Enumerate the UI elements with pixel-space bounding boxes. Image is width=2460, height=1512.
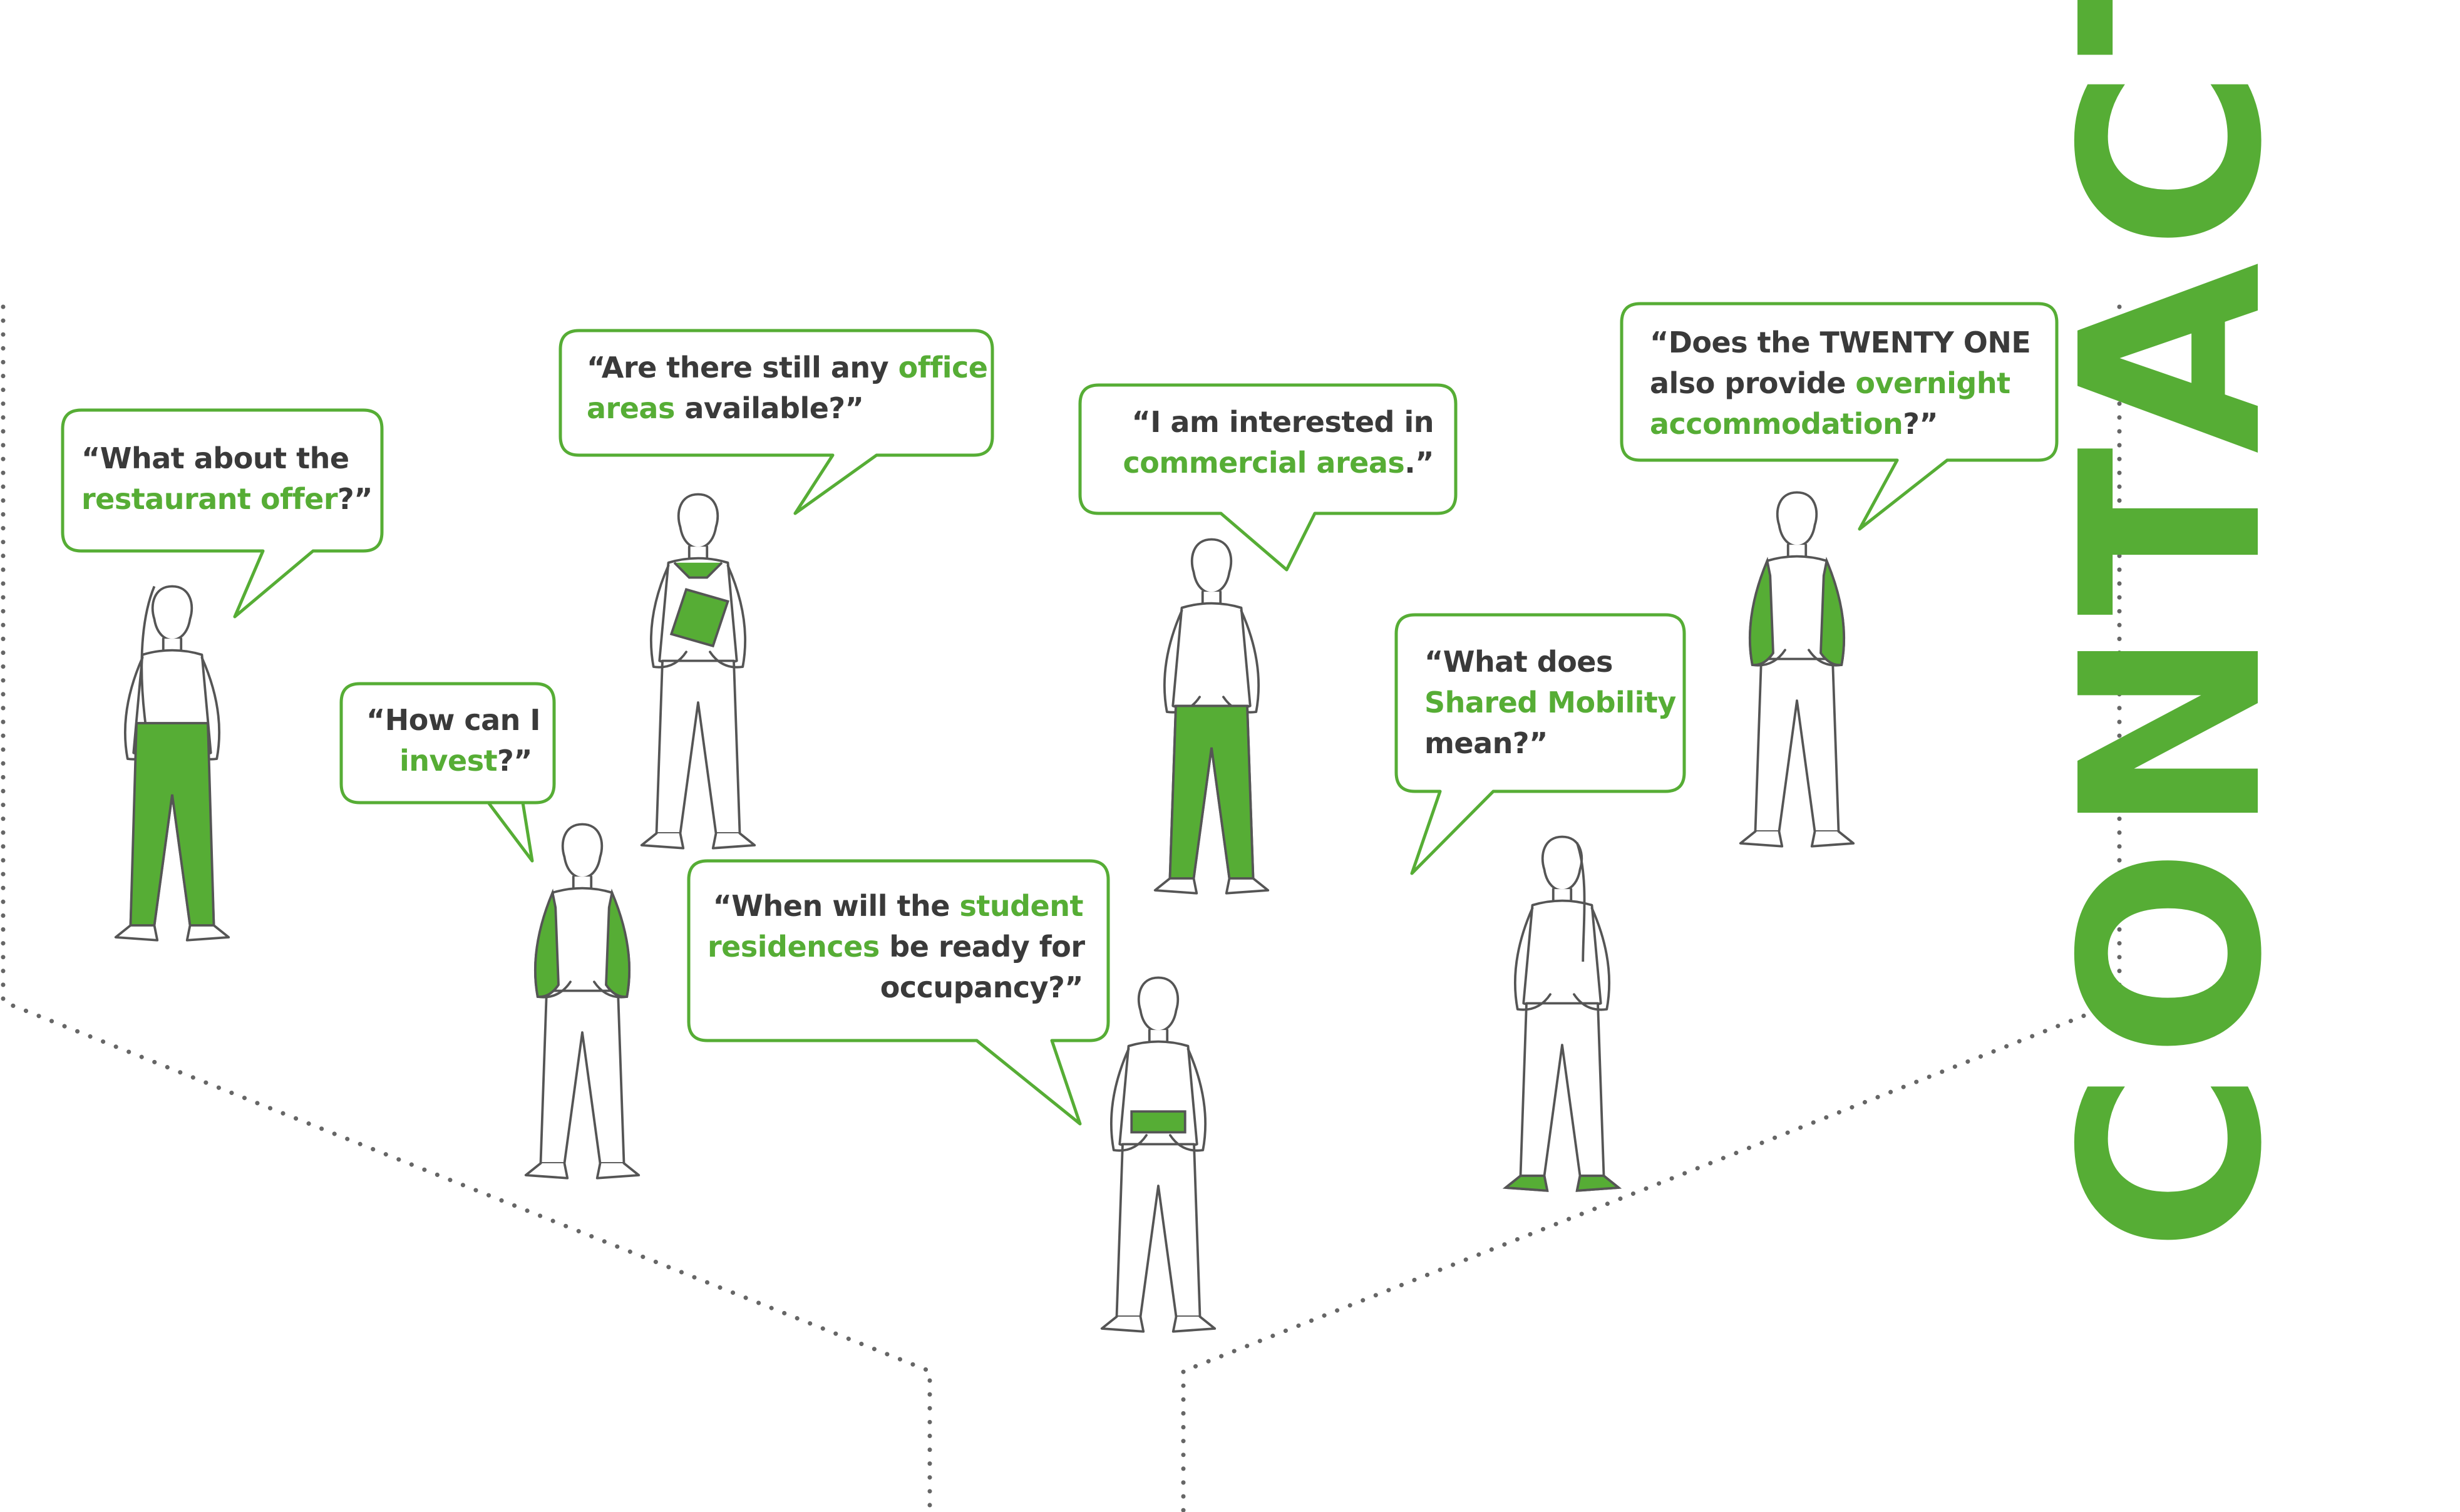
- bubble-restaurant-outline: [61, 408, 384, 619]
- bubble-line: “What about the: [81, 438, 373, 479]
- bubble-text: be ready for: [879, 930, 1085, 964]
- bubble-text: .”: [1404, 446, 1434, 480]
- person-invest: [524, 823, 641, 1180]
- bubble-line: “I am interested in: [1102, 402, 1434, 443]
- highlight-text: overnight: [1855, 366, 2010, 400]
- bubble-text: “What about the: [81, 441, 349, 475]
- bubble-text: occupancy?”: [880, 970, 1084, 1004]
- person-mobility: [1502, 835, 1622, 1192]
- bubble-line: mean?”: [1424, 723, 1676, 764]
- bubble-text: mean?”: [1424, 726, 1548, 760]
- bubble-line: restaurant offer?”: [81, 479, 373, 520]
- bubble-line: “How can I: [366, 700, 541, 741]
- person-student: [1100, 976, 1217, 1333]
- bubble-commercial-outline: [1078, 383, 1458, 572]
- bubble-text: “Are there still any: [587, 351, 898, 384]
- bubble-text: “What does: [1424, 645, 1613, 679]
- highlight-text: restaurant offer: [81, 482, 338, 516]
- bubble-office-outline: [558, 329, 994, 515]
- bubble-line: commercial areas.”: [1102, 443, 1434, 483]
- person-commercial: [1153, 538, 1270, 895]
- bubble-text: “When will the: [713, 889, 960, 923]
- bubble-text: ?”: [1903, 407, 1938, 441]
- bubble-overnight: “Does the TWENTY ONE also provide overnig…: [1650, 322, 2031, 445]
- person-office: [640, 493, 756, 850]
- bubble-commercial: “I am interested in commercial areas.”: [1102, 402, 1434, 483]
- bubble-line: also provide overnight: [1650, 363, 2030, 404]
- highlight-text: office: [898, 351, 988, 384]
- bubble-line: residences be ready for: [708, 927, 1085, 967]
- highlight-text: Shared Mobility: [1424, 686, 1676, 719]
- highlight-text: commercial areas: [1123, 446, 1405, 480]
- bubble-line: areas available?”: [587, 388, 988, 429]
- person-overnight: [1739, 491, 1855, 848]
- speech-bubbles: [61, 302, 2059, 1126]
- highlight-text: areas: [587, 391, 675, 425]
- contact-heading: CONTACT: [2029, 0, 2317, 1252]
- bubble-text: ?”: [337, 482, 373, 516]
- person-restaurant: [114, 585, 230, 942]
- highlight-text: student: [959, 889, 1084, 923]
- bubble-text: ?”: [497, 744, 532, 778]
- dotted-boundary: [1, 304, 2122, 1512]
- highlight-text: residences: [708, 930, 880, 964]
- bubble-overnight-outline: [1620, 302, 2059, 531]
- bubble-invest-outline: [339, 682, 556, 863]
- bubble-mobility-outline: [1394, 613, 1686, 875]
- bubble-student-outline: [687, 859, 1110, 1126]
- bubble-line: “Does the TWENTY ONE: [1650, 322, 2031, 363]
- highlight-text: accommodation: [1650, 407, 1903, 441]
- bubble-line: occupancy?”: [708, 967, 1084, 1008]
- highlight-text: invest: [399, 744, 498, 778]
- bubble-text: “How can I: [366, 703, 541, 737]
- bubble-invest: “How can I invest?”: [366, 700, 541, 781]
- bubble-line: accommodation?”: [1650, 404, 2030, 445]
- bubble-line: “When will the student: [708, 886, 1084, 927]
- bubble-line: Shared Mobility: [1424, 682, 1676, 723]
- bubble-line: invest?”: [366, 741, 532, 781]
- bubble-line: “Are there still any office: [587, 347, 988, 388]
- bubble-line: “What does: [1424, 642, 1676, 682]
- bubble-restaurant: “What about the restaurant offer?”: [81, 438, 373, 520]
- bubble-text: available?”: [674, 391, 864, 425]
- bubble-text: “I am interested in: [1131, 405, 1434, 439]
- bubble-text: also provide: [1650, 366, 1856, 400]
- bubble-text: “Does the TWENTY ONE: [1650, 326, 2031, 359]
